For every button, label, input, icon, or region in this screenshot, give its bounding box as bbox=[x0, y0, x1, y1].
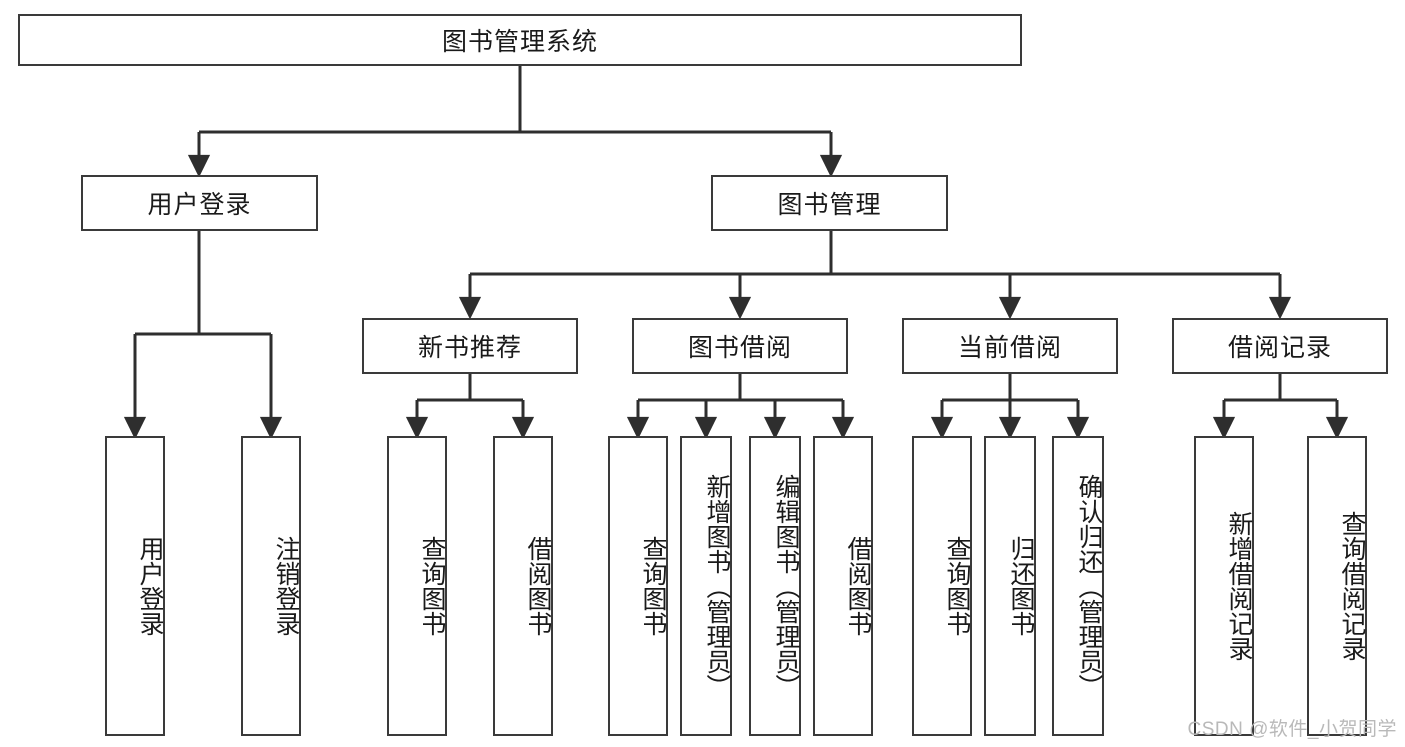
leaf-user-login-logout[interactable]: 注销登录 bbox=[241, 436, 301, 736]
node-borrow-record[interactable]: 借阅记录 bbox=[1172, 318, 1388, 374]
leaf-new-book-query-book[interactable]: 查询图书 bbox=[387, 436, 447, 736]
node-label: 借阅记录 bbox=[1227, 334, 1332, 362]
node-book-borrow[interactable]: 图书借阅 bbox=[632, 318, 848, 374]
node-label: 用户登录 bbox=[147, 191, 252, 219]
node-new-book-recommend[interactable]: 新书推荐 bbox=[362, 318, 578, 374]
leaf-user-login-login[interactable]: 用户登录 bbox=[105, 436, 165, 736]
leaf-current-query-book[interactable]: 查询图书 bbox=[912, 436, 972, 736]
node-label: 借阅图书 bbox=[524, 536, 552, 636]
node-label: 新增图书（管理员） bbox=[703, 473, 731, 699]
leaf-borrow-add-book-admin[interactable]: 新增图书（管理员） bbox=[680, 436, 732, 736]
leaf-current-confirm-return-admin[interactable]: 确认归还（管理员） bbox=[1052, 436, 1104, 736]
node-label: 归还图书 bbox=[1007, 536, 1035, 636]
node-book-management[interactable]: 图书管理 bbox=[711, 175, 948, 231]
node-label: 新增借阅记录 bbox=[1225, 511, 1253, 661]
leaf-new-book-borrow-book[interactable]: 借阅图书 bbox=[493, 436, 553, 736]
leaf-record-add-borrow-record[interactable]: 新增借阅记录 bbox=[1194, 436, 1254, 736]
node-label: 编辑图书（管理员） bbox=[772, 473, 800, 699]
node-label: 新书推荐 bbox=[417, 334, 522, 362]
node-label: 当前借阅 bbox=[957, 334, 1062, 362]
node-label: 图书借阅 bbox=[687, 334, 792, 362]
leaf-borrow-query-book[interactable]: 查询图书 bbox=[608, 436, 668, 736]
node-label: 图书管理 bbox=[777, 191, 882, 219]
node-label: 查询借阅记录 bbox=[1338, 511, 1366, 661]
node-label: 查询图书 bbox=[418, 536, 446, 636]
node-label: 查询图书 bbox=[943, 536, 971, 636]
node-label: 查询图书 bbox=[639, 536, 667, 636]
node-label: 用户登录 bbox=[136, 536, 164, 636]
node-label: 借阅图书 bbox=[844, 536, 872, 636]
node-root-book-management-system[interactable]: 图书管理系统 bbox=[18, 14, 1022, 66]
watermark-text: CSDN @软件_小贺同学 bbox=[1187, 719, 1397, 740]
node-user-login[interactable]: 用户登录 bbox=[81, 175, 318, 231]
leaf-borrow-edit-book-admin[interactable]: 编辑图书（管理员） bbox=[749, 436, 801, 736]
node-label: 注销登录 bbox=[272, 536, 300, 636]
node-label: 图书管理系统 bbox=[441, 28, 598, 56]
node-label: 确认归还（管理员） bbox=[1075, 473, 1103, 699]
leaf-current-return-book[interactable]: 归还图书 bbox=[984, 436, 1036, 736]
leaf-record-query-borrow-record[interactable]: 查询借阅记录 bbox=[1307, 436, 1367, 736]
leaf-borrow-borrow-book[interactable]: 借阅图书 bbox=[813, 436, 873, 736]
node-current-borrow[interactable]: 当前借阅 bbox=[902, 318, 1118, 374]
